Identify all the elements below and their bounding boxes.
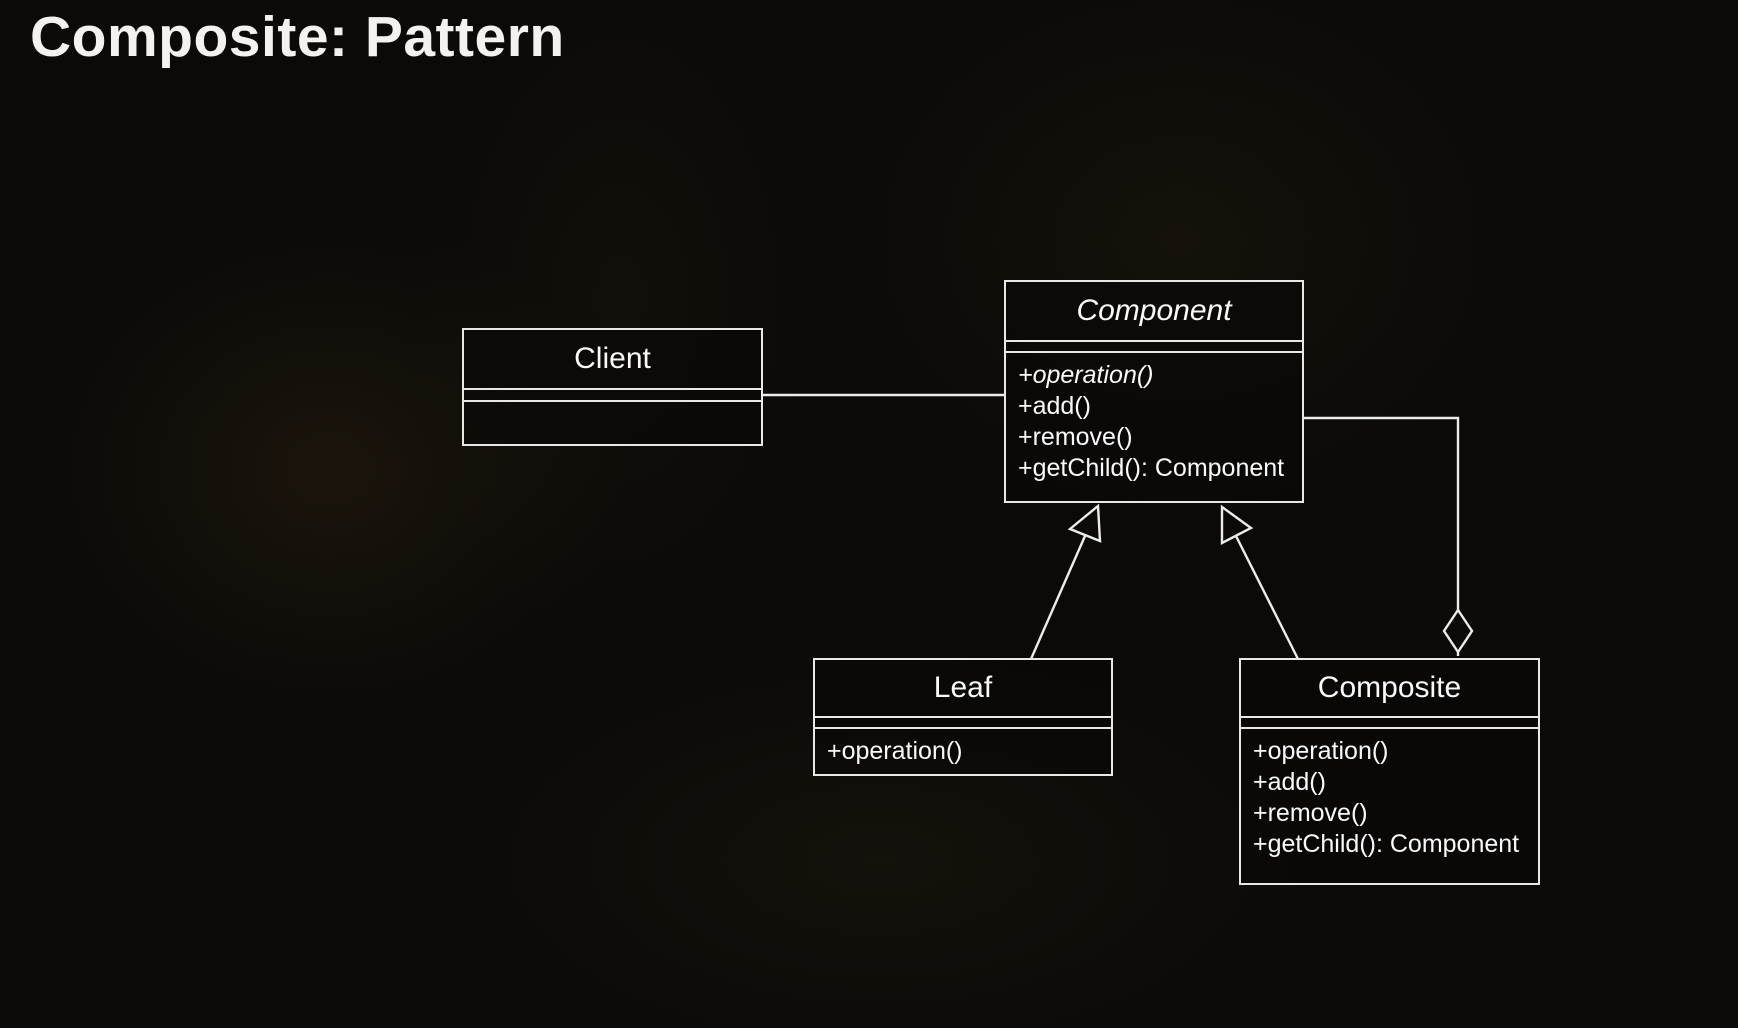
class-leaf-name: Leaf: [815, 660, 1111, 718]
class-leaf-attributes: [815, 718, 1111, 729]
class-composite-methods: +operation() +add() +remove() +getChild(…: [1241, 729, 1538, 860]
method-operation: +operation(): [827, 737, 963, 765]
method-remove: +remove(): [1253, 799, 1368, 827]
generalization-leaf-line: [1029, 535, 1087, 660]
method-getchild: +getChild(): Component: [1018, 454, 1285, 482]
class-composite-attributes: [1241, 718, 1538, 729]
class-component-name: Component: [1006, 282, 1302, 342]
method-add: +add(): [1253, 768, 1326, 796]
class-client: Client: [462, 328, 763, 446]
class-composite-name: Composite: [1241, 660, 1538, 718]
method-operation: +operation(): [1253, 737, 1389, 765]
aggregation-diamond-icon: [1442, 607, 1474, 655]
generalization-composite-line: [1234, 535, 1300, 660]
slide-title: Composite: Pattern: [30, 5, 565, 69]
class-component-attributes: [1006, 342, 1302, 353]
class-component-methods: +operation() +add() +remove() +getChild(…: [1006, 353, 1302, 484]
method-getchild: +getChild(): Component: [1253, 830, 1520, 858]
generalization-leaf-arrowhead: [1067, 503, 1102, 543]
class-client-methods: [464, 402, 761, 409]
class-leaf-methods: +operation(): [815, 729, 1111, 767]
class-client-attributes: [464, 390, 761, 402]
method-add: +add(): [1018, 392, 1091, 420]
aggregation-line: [1303, 416, 1460, 656]
generalization-composite-arrowhead: [1220, 504, 1254, 545]
method-operation: +operation(): [1018, 361, 1154, 389]
class-composite: Composite +operation() +add() +remove() …: [1239, 658, 1540, 885]
class-client-name: Client: [464, 330, 761, 390]
method-remove: +remove(): [1018, 423, 1133, 451]
class-component: Component +operation() +add() +remove() …: [1004, 280, 1304, 503]
class-leaf: Leaf +operation(): [813, 658, 1113, 776]
